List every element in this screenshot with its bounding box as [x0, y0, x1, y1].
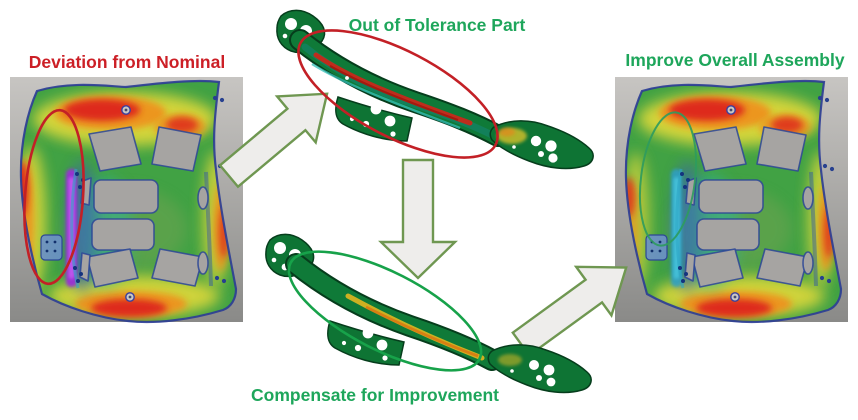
hood-heatmap-deviation — [19, 79, 238, 324]
label-improve-overall-assembly: Improve Overall Assembly — [625, 50, 844, 70]
red-annotation-ellipse-left — [23, 108, 85, 286]
label-deviation-from-nominal: Deviation from Nominal — [29, 52, 225, 72]
panel-deviation-heatmap — [10, 77, 243, 324]
hood-heatmap-improved — [624, 79, 843, 324]
part-out-of-tolerance — [276, 9, 594, 170]
panel-improved-heatmap — [615, 77, 848, 324]
green-annotation-ellipse-part — [287, 250, 483, 372]
block-arrow-up-right-icon — [511, 265, 628, 358]
block-arrow-up-right-icon — [218, 92, 329, 189]
green-annotation-ellipse-right — [638, 111, 698, 247]
label-out-of-tolerance-part: Out of Tolerance Part — [349, 15, 526, 35]
block-arrow-down-icon — [378, 158, 458, 280]
part-compensated — [265, 233, 592, 394]
red-annotation-ellipse-part — [297, 29, 499, 159]
label-compensate-for-improvement: Compensate for Improvement — [251, 385, 499, 405]
